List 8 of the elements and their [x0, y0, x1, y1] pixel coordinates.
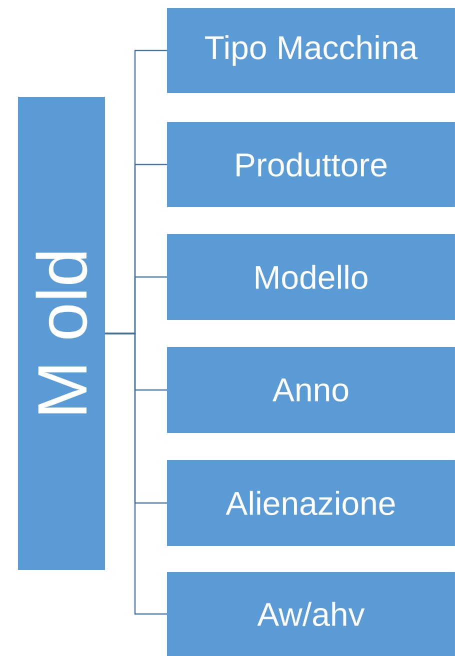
category-box: Anno: [167, 347, 455, 433]
root-box: M old: [18, 97, 105, 570]
category-box: Produttore: [167, 122, 455, 207]
category-box: Aw/ahv: [167, 572, 455, 656]
category-box: Modello: [167, 234, 455, 320]
connector-line: [105, 332, 167, 615]
category-box: Tipo Macchina: [167, 8, 455, 93]
category-box: Alienazione: [167, 460, 455, 546]
